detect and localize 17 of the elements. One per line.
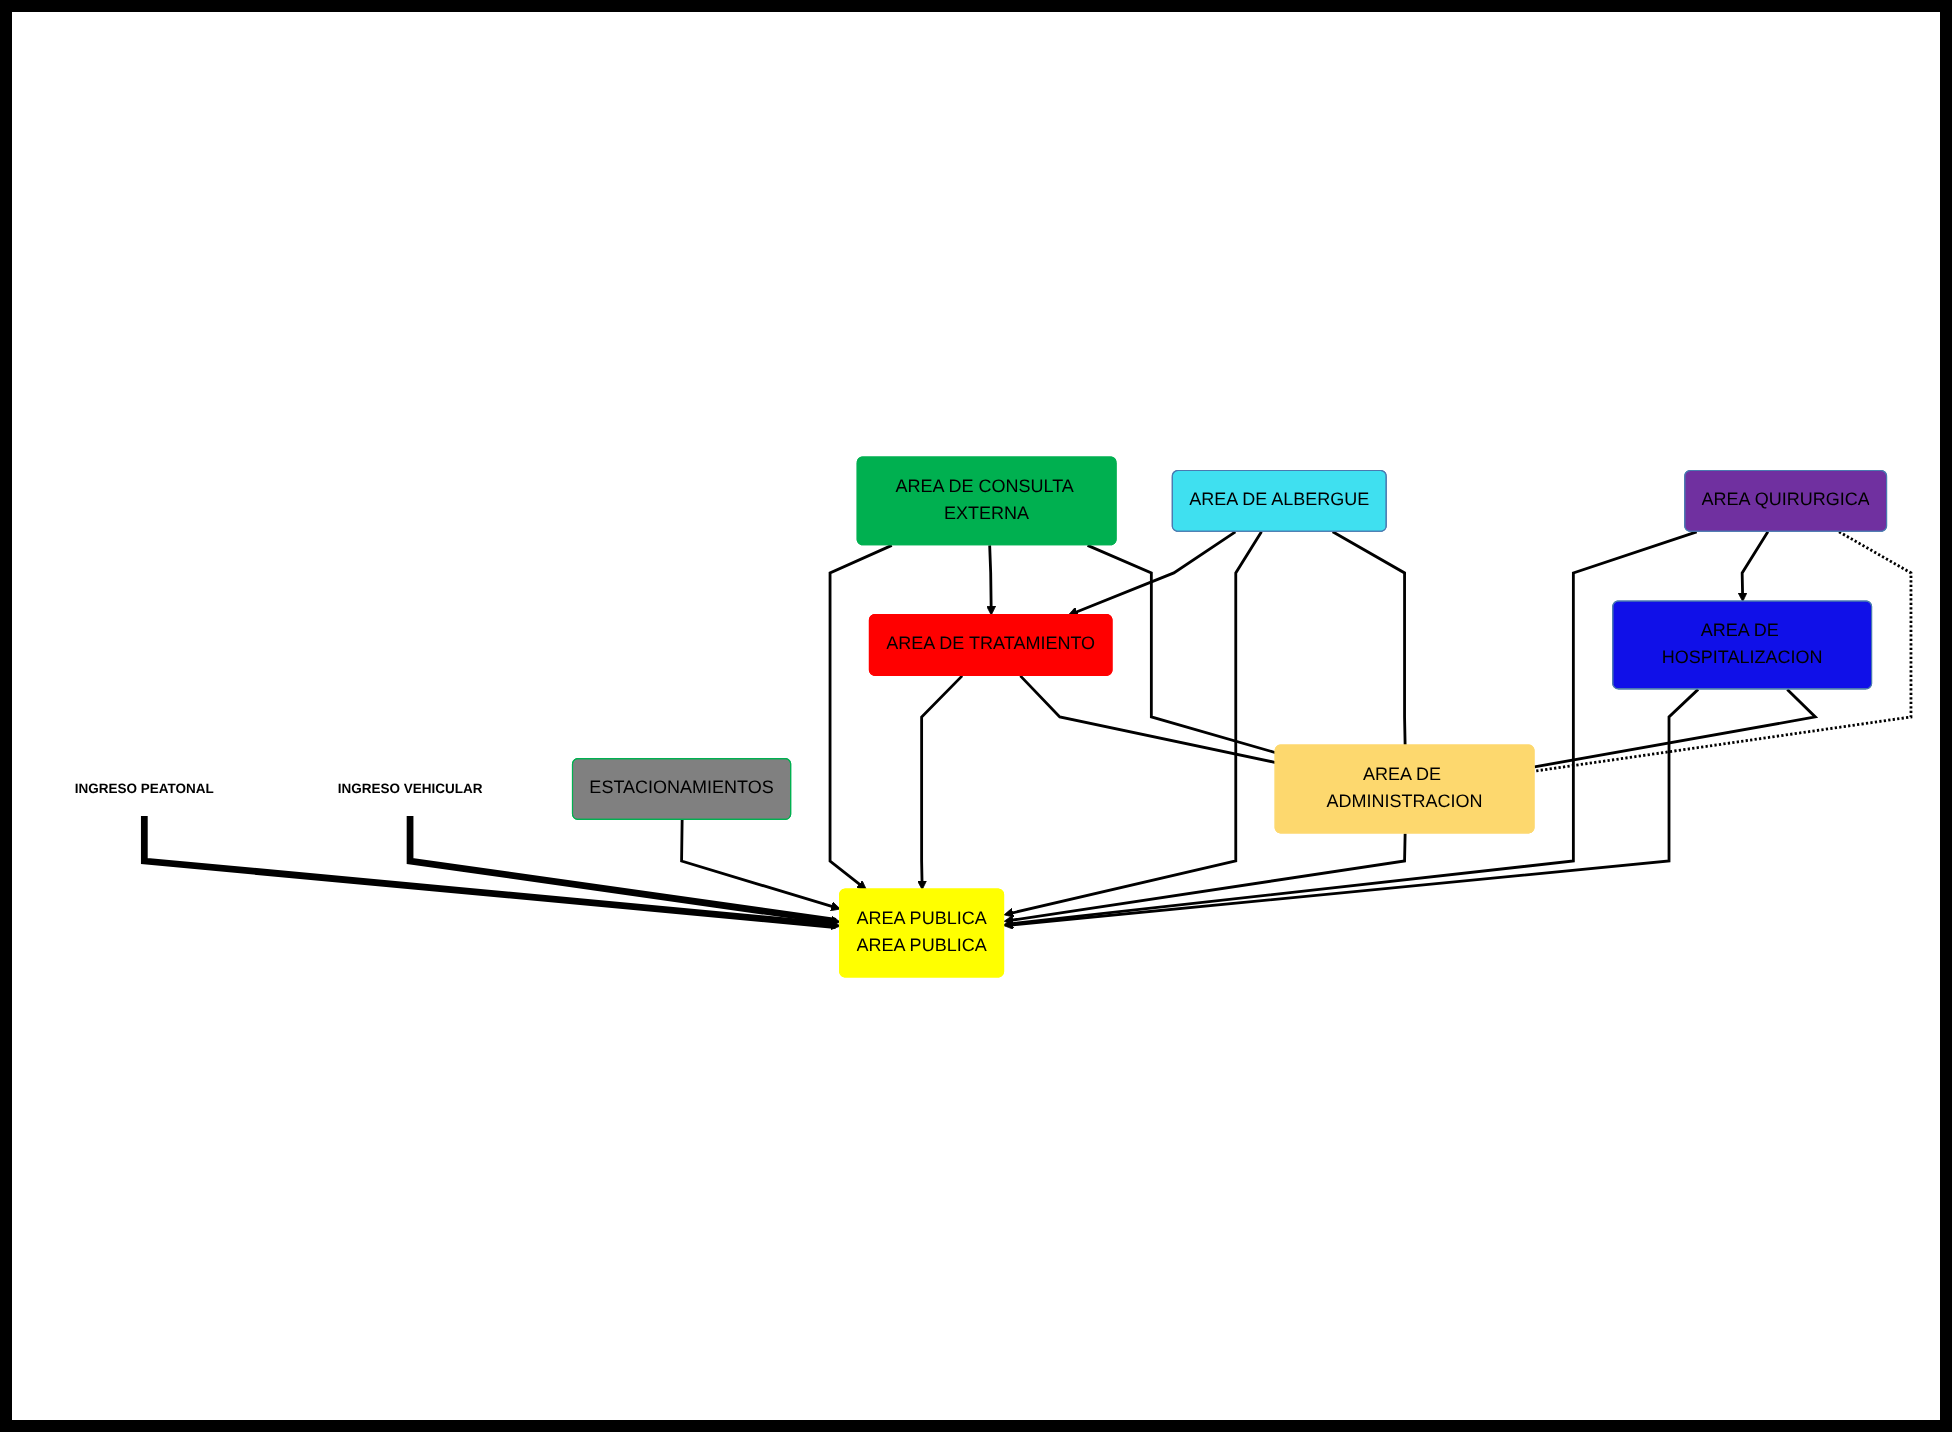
connector [1087, 543, 1277, 754]
arrow [406, 815, 841, 925]
arrow [1003, 530, 1263, 917]
arrow [1003, 529, 1698, 928]
arrow [1068, 529, 1237, 616]
connector [1332, 529, 1407, 745]
arrow [1737, 530, 1770, 602]
arrow [917, 673, 964, 890]
arrow [828, 543, 893, 890]
connector [1534, 687, 1819, 768]
arrow [1003, 687, 1700, 929]
connector [1534, 529, 1913, 772]
arrow [680, 818, 841, 911]
arrow [986, 544, 997, 615]
connector [1019, 673, 1276, 763]
arrow [1003, 832, 1407, 924]
arrow [140, 815, 841, 930]
